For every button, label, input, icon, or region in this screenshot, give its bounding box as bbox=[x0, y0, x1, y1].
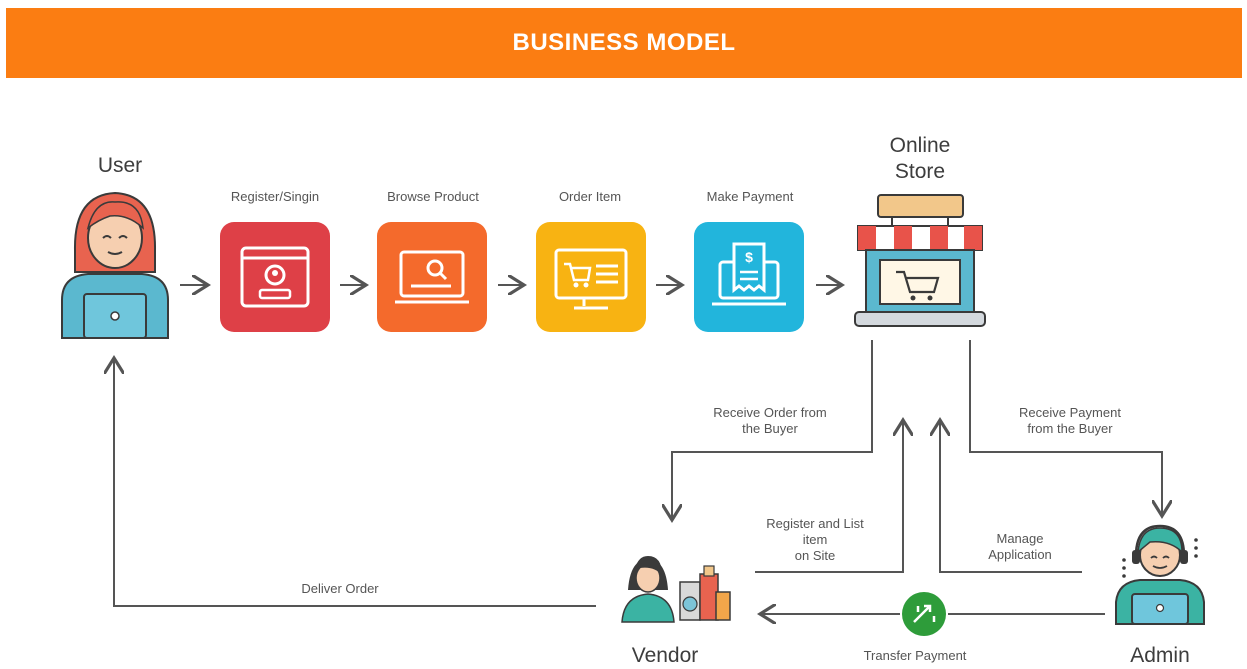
step-label-browse: Browse Product bbox=[387, 189, 479, 204]
vendor-icon bbox=[621, 556, 731, 623]
page-title: BUSINESS MODEL bbox=[512, 29, 736, 56]
online-store-label: Online Store bbox=[889, 134, 951, 183]
online-store-icon bbox=[854, 194, 986, 327]
order-tile bbox=[536, 222, 646, 332]
receive-order-label: Receive Order from the Buyer bbox=[713, 405, 827, 436]
user-label: User bbox=[97, 154, 143, 177]
deliver-order-label: Deliver Order bbox=[301, 581, 379, 596]
admin-support-icon bbox=[1115, 524, 1205, 625]
step-label-payment: Make Payment bbox=[706, 189, 794, 204]
user-avatar-icon bbox=[61, 191, 169, 339]
payment-tile: $ bbox=[694, 222, 804, 332]
register-list-label: Register and List item on Site bbox=[766, 516, 864, 563]
register-tile bbox=[220, 222, 330, 332]
vendor-label: Vendor bbox=[631, 644, 699, 667]
browse-tile bbox=[377, 222, 487, 332]
browse-search-icon bbox=[395, 250, 469, 304]
svg-text:$: $ bbox=[745, 249, 753, 265]
transfer-payment-label: Transfer Payment bbox=[863, 648, 967, 663]
connector-lines bbox=[114, 340, 1162, 614]
manage-application-label: Manage Application bbox=[988, 531, 1052, 562]
cart-monitor-icon bbox=[554, 248, 628, 310]
money-transfer-icon bbox=[902, 592, 946, 636]
step-label-order: Order Item bbox=[558, 189, 622, 204]
step-label-register: Register/Singin bbox=[230, 189, 320, 204]
receive-payment-label: Receive Payment from the Buyer bbox=[1019, 405, 1121, 436]
admin-label: Admin bbox=[1130, 644, 1190, 667]
header-banner: BUSINESS MODEL bbox=[6, 8, 1242, 78]
user-profile-icon bbox=[240, 246, 310, 308]
payment-receipt-icon: $ bbox=[712, 242, 786, 306]
